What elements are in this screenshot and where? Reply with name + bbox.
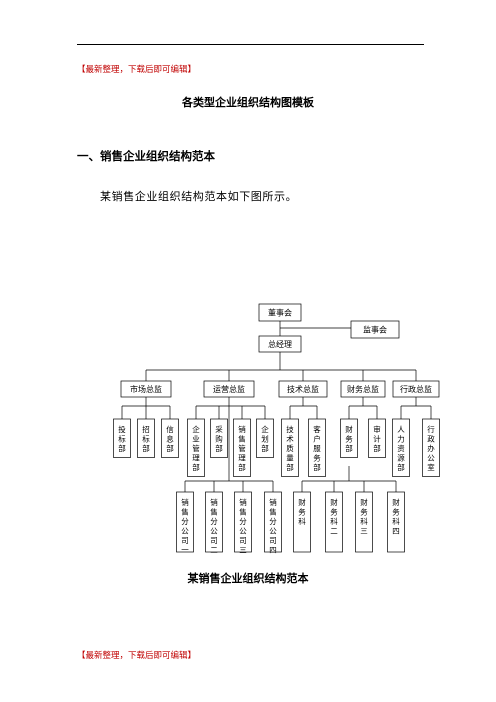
department-box-2-frame	[161, 418, 179, 458]
department-box-1-label: 招标部	[142, 424, 150, 453]
director-box-0: 市场总监	[120, 380, 172, 398]
branch-box-4: 财务科	[293, 491, 311, 553]
department-box-3-frame	[187, 418, 205, 477]
director-box-1-label: 运营总监	[213, 384, 245, 394]
department-box-12-label: 行政办公室	[427, 424, 435, 472]
department-box-11-label: 人力资源部	[397, 425, 405, 472]
branch-box-2: 销售分公司三	[234, 491, 252, 555]
department-box-2: 信息部	[161, 418, 179, 458]
department-box-10-frame	[368, 418, 386, 458]
department-box-8: 客户服务部	[308, 418, 326, 477]
board-box: 董事会	[258, 303, 302, 322]
intro-paragraph: 某销售企业组织结构范本如下图所示。	[100, 190, 298, 203]
branch-box-3-frame	[264, 491, 282, 553]
director-box-3-label: 财务总监	[347, 384, 379, 394]
general-manager-box: 总经理	[258, 335, 302, 353]
general-manager-box-label: 总经理	[268, 339, 292, 349]
branch-box-1-frame	[205, 491, 223, 553]
department-box-0: 投标部	[113, 418, 131, 458]
branch-box-0-label: 销售分公司一	[181, 497, 189, 555]
branch-box-6-frame	[355, 491, 373, 553]
department-box-1-frame	[137, 418, 155, 458]
branch-box-5-frame	[325, 491, 343, 553]
department-box-1: 招标部	[137, 418, 155, 458]
director-box-0-frame	[120, 380, 172, 398]
director-box-2-label: 技术总监	[287, 384, 319, 394]
branch-box-3-label: 销售分公司四	[269, 497, 277, 555]
branch-box-0-frame	[176, 491, 194, 553]
director-box-1: 运营总监	[203, 380, 255, 398]
department-box-12: 行政办公室	[422, 418, 440, 477]
supervisors-box-label: 监事会	[363, 325, 387, 335]
department-box-11-frame	[392, 418, 410, 477]
department-box-6-frame	[256, 418, 274, 458]
director-box-4-frame	[392, 380, 440, 398]
department-box-8-label: 客户服务部	[313, 424, 321, 472]
figure-caption: 某销售企业组织结构范本	[187, 572, 309, 585]
general-manager-box-frame	[258, 335, 302, 353]
department-box-7-label: 技术质量部	[286, 424, 294, 472]
branch-box-6-label: 财务科三	[360, 497, 368, 536]
supervisors-box: 监事会	[350, 320, 400, 339]
department-box-0-label: 投标部	[118, 424, 126, 453]
director-box-3-frame	[340, 380, 386, 398]
branch-box-0: 销售分公司一	[176, 491, 194, 555]
board-box-frame	[258, 303, 302, 322]
director-box-0-label: 市场总监	[130, 384, 162, 394]
supervisors-box-frame	[350, 320, 400, 339]
branch-box-5: 财务科二	[325, 491, 343, 553]
branch-box-3: 销售分公司四	[264, 491, 282, 555]
org-chart-connectors	[121, 321, 432, 492]
department-box-10-label: 审计部	[373, 424, 381, 453]
branch-box-1-label: 销售分公司二	[210, 497, 218, 555]
department-box-5-frame	[233, 418, 251, 477]
department-box-9-label: 财务部	[345, 424, 353, 453]
branch-box-4-label: 财务科	[298, 497, 306, 526]
department-box-10: 审计部	[368, 418, 386, 458]
department-box-9: 财务部	[340, 418, 358, 458]
department-box-9-frame	[340, 418, 358, 458]
department-box-3: 企业管理部	[187, 418, 205, 477]
department-box-11: 人力资源部	[392, 418, 410, 477]
department-box-4: 采购部	[210, 418, 228, 458]
director-box-1-frame	[203, 380, 255, 398]
department-box-2-label: 信息部	[166, 424, 174, 453]
department-box-7-frame	[281, 418, 299, 477]
branch-box-7: 财务科四	[387, 491, 405, 553]
branch-box-5-label: 财务科二	[330, 497, 338, 536]
department-box-5-label: 销售管理部	[238, 424, 246, 472]
director-box-2: 技术总监	[278, 380, 328, 398]
branch-box-2-label: 销售分公司三	[239, 497, 247, 555]
department-box-5: 销售管理部	[233, 418, 251, 477]
director-box-3: 财务总监	[340, 380, 386, 398]
header-rule	[77, 44, 424, 45]
department-box-4-label: 采购部	[215, 424, 223, 453]
department-box-6-label: 企划部	[261, 424, 269, 453]
branch-box-7-label: 财务科四	[392, 497, 400, 536]
section-heading: 一、销售企业组织结构范本	[77, 149, 215, 163]
branch-box-6: 财务科三	[355, 491, 373, 553]
director-box-4: 行政总监	[392, 380, 440, 398]
director-box-2-frame	[278, 380, 328, 398]
department-box-7: 技术质量部	[281, 418, 299, 477]
branch-box-4-frame	[293, 491, 311, 553]
branch-box-1: 销售分公司二	[205, 491, 223, 555]
branch-box-7-frame	[387, 491, 405, 553]
department-box-0-frame	[113, 418, 131, 458]
department-box-8-frame	[308, 418, 326, 477]
director-box-4-label: 行政总监	[400, 384, 432, 394]
department-box-3-label: 企业管理部	[192, 424, 200, 472]
branch-box-2-frame	[234, 491, 252, 553]
board-box-label: 董事会	[268, 308, 292, 318]
document-title: 各类型企业组织结构图模板	[182, 96, 314, 109]
department-box-6: 企划部	[256, 418, 274, 458]
department-box-12-frame	[422, 418, 440, 477]
header-note: 【最新整理，下载后即可编辑】	[77, 65, 197, 75]
footer-note: 【最新整理，下载后即可编辑】	[77, 651, 197, 661]
department-box-4-frame	[210, 418, 228, 458]
